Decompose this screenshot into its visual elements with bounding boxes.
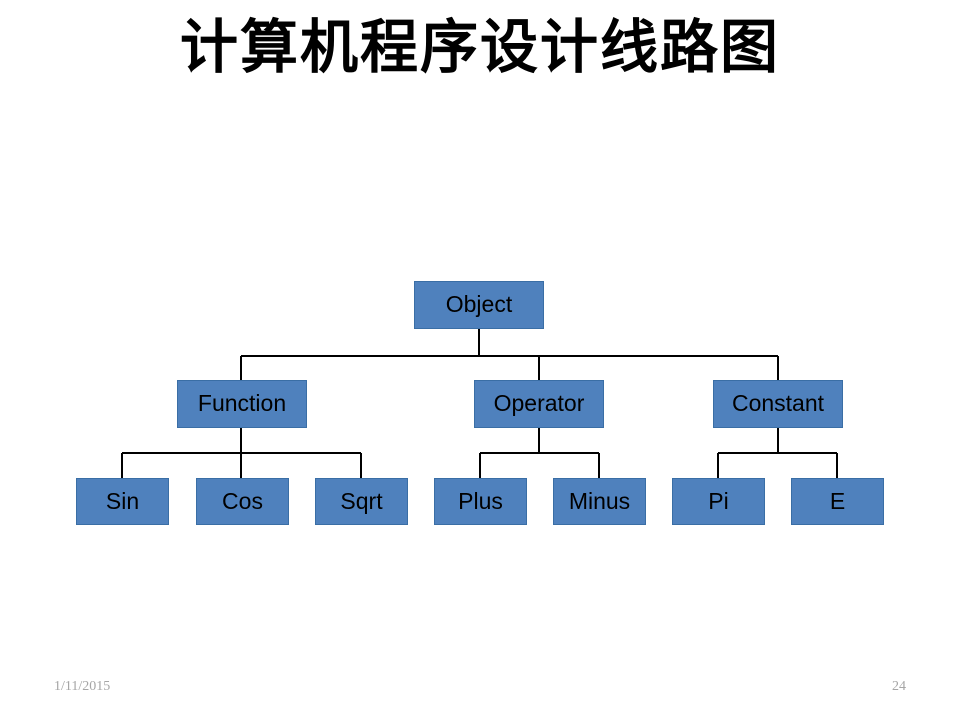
node-object[interactable]: Object (414, 281, 544, 329)
node-sin[interactable]: Sin (76, 478, 169, 525)
node-label: Plus (458, 487, 503, 514)
node-plus[interactable]: Plus (434, 478, 527, 525)
node-e[interactable]: E (791, 478, 884, 525)
node-label: Function (197, 390, 287, 416)
node-function[interactable]: Function (177, 380, 307, 428)
node-operator[interactable]: Operator (474, 380, 604, 428)
node-label: Pi (708, 487, 729, 514)
node-label: Object (445, 291, 513, 317)
node-minus[interactable]: Minus (553, 478, 646, 525)
node-label: Sqrt (340, 487, 383, 514)
node-sqrt[interactable]: Sqrt (315, 478, 408, 525)
node-label: E (829, 487, 846, 514)
node-label: Operator (493, 390, 585, 416)
node-constant[interactable]: Constant (713, 380, 843, 428)
node-label: Cos (222, 487, 263, 514)
node-label: Minus (568, 487, 631, 514)
footer-date: 1/11/2015 (54, 679, 111, 694)
node-pi[interactable]: Pi (672, 478, 765, 525)
footer-page-number: 24 (892, 679, 906, 694)
page-title: 计算机程序设计线路图 (179, 15, 780, 80)
node-label: Constant (731, 390, 825, 416)
node-label: Sin (105, 487, 140, 514)
node-cos[interactable]: Cos (196, 478, 289, 525)
